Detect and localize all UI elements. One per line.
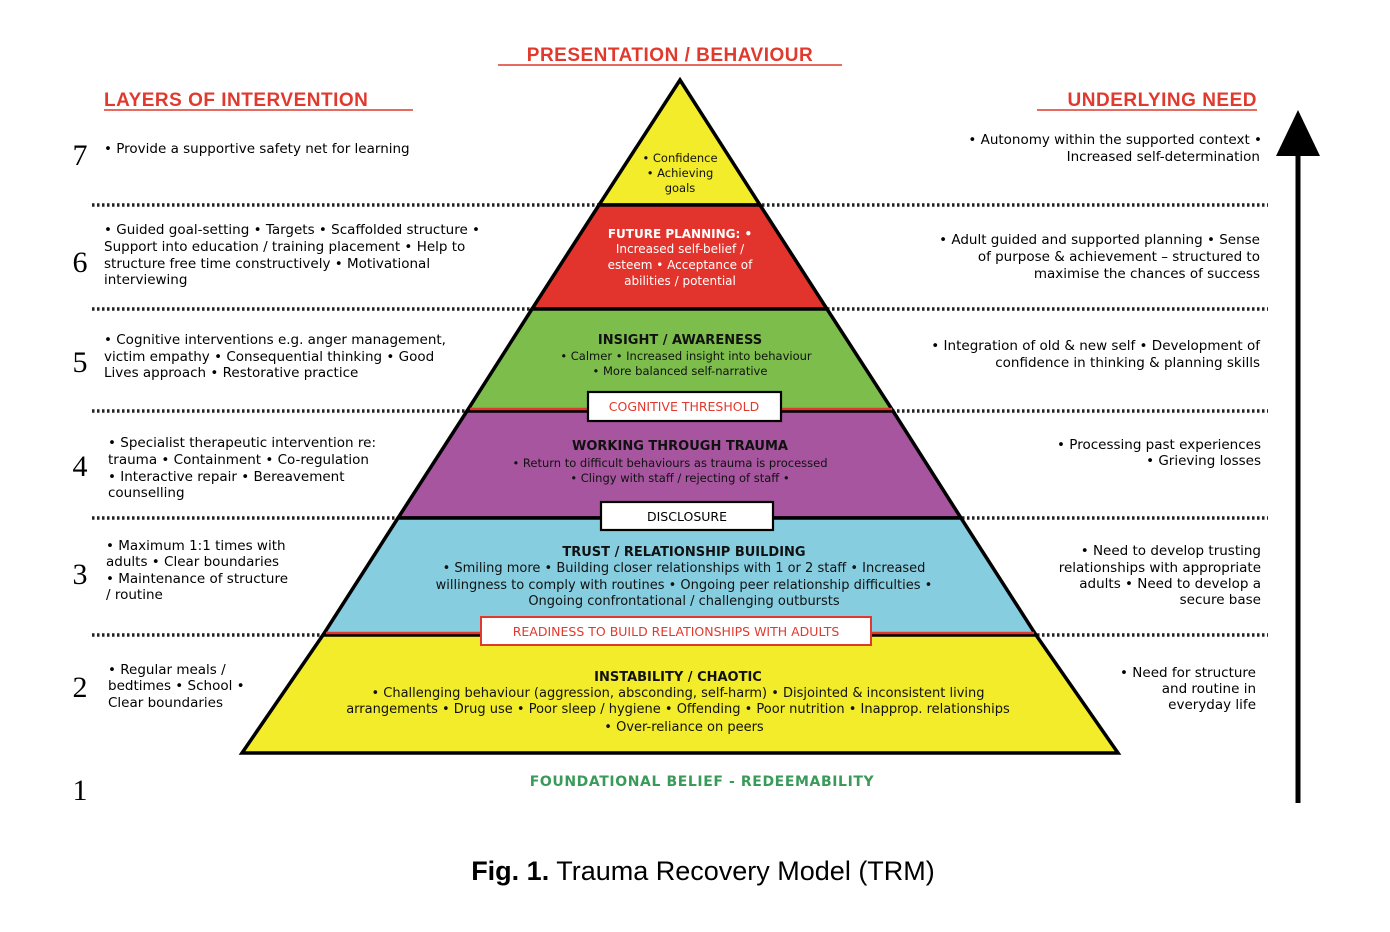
intervention-5-line: victim empathy • Consequential thinking … (104, 349, 434, 365)
need-5-line: • Integration of old & new self • Develo… (931, 338, 1261, 354)
intervention-4-line: trauma • Containment • Co-regulation (108, 452, 369, 468)
threshold-disclosure-label: DISCLOSURE (647, 509, 727, 524)
need-3-line: • Need to develop trusting (1081, 543, 1261, 559)
intervention-5-line: • Cognitive interventions e.g. anger man… (104, 332, 446, 348)
need-2-line: and routine in (1162, 681, 1256, 697)
intervention-3-line: adults • Clear boundaries (106, 554, 279, 570)
threshold-readiness-box (480, 616, 872, 646)
pyramid-3-title: TRUST / RELATIONSHIP BUILDING (562, 545, 805, 560)
layer-separators (92, 203, 1268, 637)
arrow-up-icon (1276, 110, 1320, 156)
pyramid-5-title: INSIGHT / AWARENESS (598, 333, 762, 348)
intervention-4-line: • Interactive repair • Bereavement (108, 469, 345, 485)
intervention-2-line: • Regular meals / (108, 662, 226, 678)
intervention-2-line: Clear boundaries (108, 695, 223, 711)
need-2-line: everyday life (1168, 697, 1256, 713)
intervention-4-line: counselling (108, 485, 185, 501)
pyramid-2-line: arrangements • Drug use • Poor sleep / h… (346, 702, 1010, 717)
pyramid-3-line: • Smiling more • Building closer relatio… (443, 561, 926, 576)
need-7-line: • Autonomy within the supported context … (968, 132, 1262, 148)
pyramid-6-line: Increased self-belief / (616, 242, 745, 256)
layer-number-1: 1 (73, 774, 88, 807)
intervention-3-line: • Maintenance of structure (106, 571, 288, 587)
need-4-line: • Grieving losses (1146, 453, 1261, 469)
pyramid-6-title: FUTURE PLANNING: • (608, 227, 752, 241)
foundation-label: FOUNDATIONAL BELIEF - REDEEMABILITY (530, 774, 875, 790)
underlying-needs: • Autonomy within the supported context … (931, 132, 1262, 713)
pyramid-3-line: Ongoing confrontational / challenging ou… (528, 594, 840, 609)
pyramid-5-line: • Calmer • Increased insight into behavi… (560, 349, 812, 363)
intervention-3-line: / routine (106, 587, 163, 603)
need-7-line: Increased self-determination (1067, 149, 1260, 165)
layer-number-6: 6 (73, 246, 88, 279)
need-5-line: confidence in thinking & planning skills (995, 355, 1260, 371)
caption-text: Trauma Recovery Model (TRM) (549, 856, 935, 886)
pyramid-4-line: • Clingy with staff / rejecting of staff… (570, 471, 789, 485)
need-3-line: relationships with appropriate (1059, 560, 1261, 576)
caption-label: Fig. 1. (471, 856, 549, 886)
need-6-line: • Adult guided and supported planning • … (939, 232, 1260, 248)
pyramid-7-line: • Achieving (647, 166, 714, 180)
need-3-line: secure base (1180, 592, 1261, 608)
threshold-disclosure: DISCLOSURE (599, 500, 775, 532)
intervention-6-line: Support into education / training placem… (104, 239, 465, 255)
layer-number-3: 3 (73, 558, 88, 591)
threshold-cognitive-box (586, 390, 783, 423)
threshold-cognitive: COGNITIVE THRESHOLD (470, 390, 892, 423)
intervention-6-line: interviewing (104, 272, 187, 288)
pyramid-2-line: • Challenging behaviour (aggression, abs… (371, 686, 984, 701)
pyramid-7-line: • Confidence (642, 151, 717, 165)
layer-number-4: 4 (73, 450, 88, 483)
threshold-cognitive-label: COGNITIVE THRESHOLD (609, 399, 759, 414)
intervention-7-line: • Provide a supportive safety net for le… (104, 141, 410, 157)
layer-number-2: 2 (73, 671, 88, 704)
pyramid-text: • Confidence • Achieving goals FUTURE PL… (346, 151, 1010, 735)
header-presentation-behaviour: PRESENTATION / BEHAVIOUR (527, 45, 813, 66)
need-6-line: maximise the chances of success (1034, 266, 1260, 282)
intervention-2-line: bedtimes • School • (108, 678, 245, 694)
pyramid-5-line: • More balanced self-narrative (593, 364, 768, 378)
intervention-6-line: structure free time constructively • Mot… (104, 256, 430, 272)
pyramid-7-line: goals (665, 181, 696, 195)
figure-caption: Fig. 1. Trauma Recovery Model (TRM) (471, 856, 935, 886)
pyramid (238, 76, 1122, 755)
pyramid-6-line: esteem • Acceptance of (608, 258, 753, 272)
header-underlying-need: UNDERLYING NEED (1068, 90, 1257, 111)
layer-numbers: 7 6 5 4 3 2 1 (73, 139, 88, 807)
layer-number-7: 7 (73, 139, 88, 172)
pyramid-2-line: • Over-reliance on peers (604, 720, 764, 735)
intervention-6-line: • Guided goal-setting • Targets • Scaffo… (104, 222, 480, 238)
pyramid-4-title: WORKING THROUGH TRAUMA (572, 439, 788, 454)
need-6-line: of purpose & achievement – structured to (978, 249, 1260, 265)
threshold-readiness: READINESS TO BUILD RELATIONSHIPS WITH AD… (326, 616, 1034, 646)
threshold-readiness-label: READINESS TO BUILD RELATIONSHIPS WITH AD… (513, 624, 840, 639)
intervention-5-line: Lives approach • Restorative practice (104, 365, 358, 381)
upward-arrow (1276, 110, 1320, 803)
header-layers-of-intervention: LAYERS OF INTERVENTION (104, 90, 368, 111)
pyramid-4-line: • Return to difficult behaviours as trau… (512, 456, 827, 470)
pyramid-2-title: INSTABILITY / CHAOTIC (594, 670, 762, 685)
threshold-disclosure-box (599, 500, 775, 532)
need-3-line: adults • Need to develop a (1079, 576, 1261, 592)
pyramid-6-line: abilities / potential (624, 274, 736, 288)
layer-number-5: 5 (73, 346, 88, 379)
pyramid-3-line: willingness to comply with routines • On… (436, 578, 933, 593)
pyramid-layer-6 (528, 203, 831, 311)
intervention-4-line: • Specialist therapeutic intervention re… (108, 435, 376, 451)
need-4-line: • Processing past experiences (1057, 437, 1261, 453)
need-2-line: • Need for structure (1120, 665, 1256, 681)
interventions: • Provide a supportive safety net for le… (104, 141, 480, 711)
intervention-3-line: • Maximum 1:1 times with (106, 538, 286, 554)
